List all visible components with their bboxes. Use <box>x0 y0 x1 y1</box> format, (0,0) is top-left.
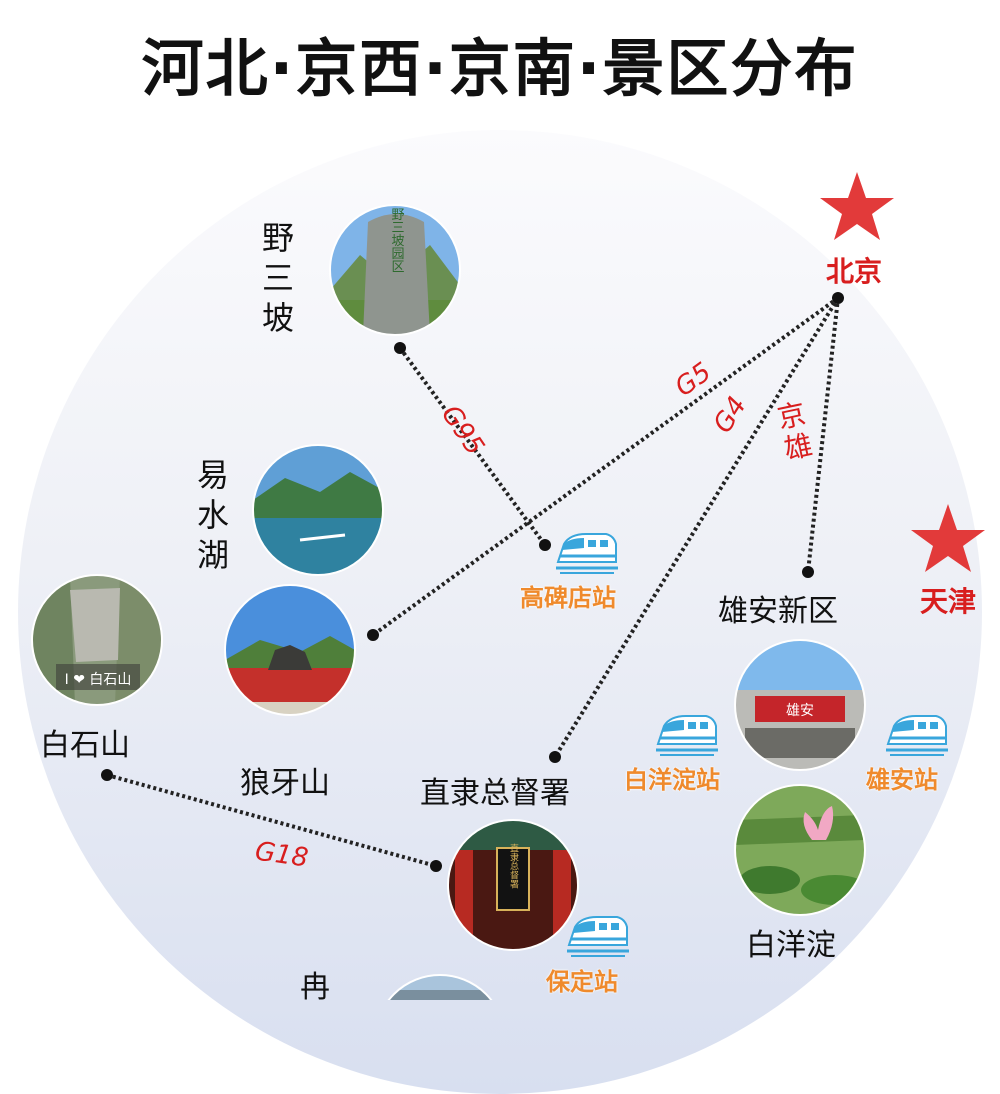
zhili-photo: 直隶总督署 <box>448 820 578 950</box>
baishishan-sign-text: I ❤ 白石山 <box>65 672 132 688</box>
gaobeidian-station-label: 高碑店站 <box>520 584 616 612</box>
baishishan-label: 白石山 <box>40 728 130 763</box>
yesanpo-photo: 野三坡园区 <box>330 205 460 335</box>
yesanpo-stele-text: 野三坡园区 <box>389 208 405 273</box>
yishuihu-photo <box>253 445 383 575</box>
yesanpo-label: 野三坡 <box>261 219 294 337</box>
baishishan-photo: I ❤ 白石山 <box>32 575 162 705</box>
route-line-g18 <box>106 773 437 868</box>
baiyangdian-photo <box>735 785 865 915</box>
ran-label: 冉 <box>300 970 330 1005</box>
ran-photo <box>375 975 505 1000</box>
tianjin-label: 天津 <box>920 585 977 618</box>
zhili-label: 直隶总督署 <box>420 776 570 811</box>
beijing-label: 北京 <box>826 255 883 288</box>
xiongan-photo: 雄安 <box>735 640 865 770</box>
baiyangdian-station-label: 白洋淀站 <box>624 766 720 794</box>
gaobeidian-train-icon <box>554 532 620 575</box>
map-canvas: 野三坡园区 I ❤ 白石山 雄安 <box>31 172 985 1000</box>
map-title: 河北·京西·京南·景区分布 <box>141 32 859 105</box>
baiyangdian-label: 白洋淀 <box>746 928 836 963</box>
xiongan-sign-text: 雄安 <box>786 703 814 719</box>
baoding-train-icon <box>565 915 631 958</box>
langyashan-label: 狼牙山 <box>240 766 330 801</box>
route-lines <box>106 296 840 868</box>
route-line-g95 <box>398 346 547 547</box>
beijing-star-icon <box>820 172 894 240</box>
route-endpoints <box>101 292 844 872</box>
xiongan-train-icon <box>884 714 950 757</box>
route-line-jingxiong <box>806 297 840 573</box>
tianjin-star-icon <box>911 504 985 572</box>
xiongan-station-label: 雄安站 <box>866 766 938 794</box>
xiongan-label: 雄安新区 <box>718 594 838 629</box>
baoding-station-label: 保定站 <box>546 968 618 996</box>
baiyangdian-train-icon <box>654 714 720 757</box>
zhili-plaque-text: 直隶总督署 <box>508 842 519 888</box>
yishuihu-label: 易水湖 <box>196 456 229 574</box>
